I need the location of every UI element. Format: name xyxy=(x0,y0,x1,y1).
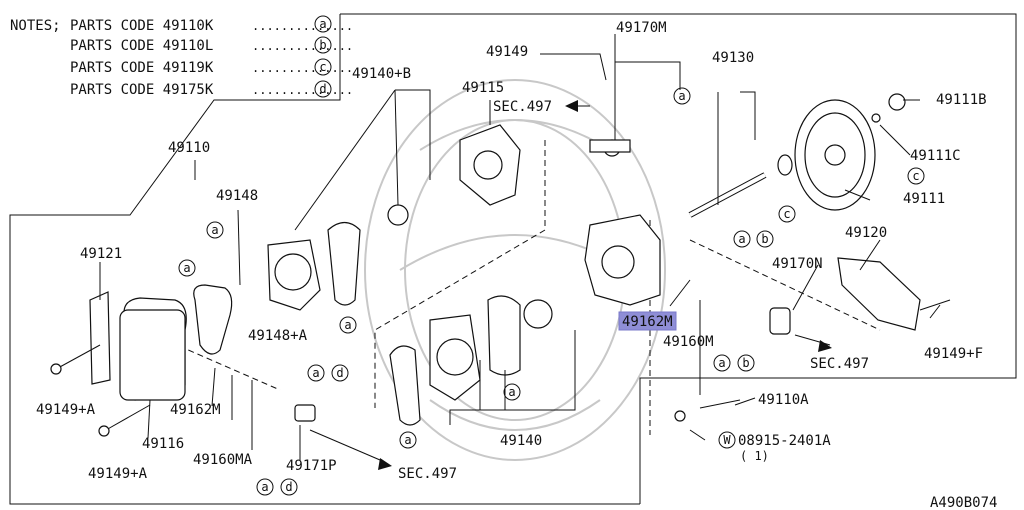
notes-legend: NOTES; PARTS CODE 49110K .............. … xyxy=(9,13,1017,505)
svg-text:a: a xyxy=(312,366,319,380)
svg-text:b: b xyxy=(742,356,749,370)
label-49111B: 49111B xyxy=(936,92,987,108)
label-49170N: 49170N xyxy=(772,256,823,272)
svg-text:a: a xyxy=(508,385,515,399)
label-49110: 49110 xyxy=(168,140,210,156)
svg-text:a: a xyxy=(718,356,725,370)
label-49140: 49140 xyxy=(500,433,542,449)
svg-text:a: a xyxy=(678,89,685,103)
svg-text:a: a xyxy=(344,318,351,332)
label-49130: 49130 xyxy=(712,50,754,66)
marker-a: a xyxy=(319,17,326,31)
notes-dots: .............. xyxy=(252,61,353,75)
arrows xyxy=(378,100,832,470)
part-labels: 49170M 49149 49130 49140+B 49115 SEC.497… xyxy=(36,20,997,510)
svg-text:a: a xyxy=(183,261,190,275)
part-lower-group xyxy=(389,295,553,426)
marker-d: d xyxy=(319,82,326,96)
label-49162M-highlighted: 49162M xyxy=(622,314,673,330)
marker-b: b xyxy=(319,38,326,52)
label-49149: 49149 xyxy=(486,44,528,60)
label-49115: 49115 xyxy=(462,80,504,96)
leader-lines xyxy=(99,34,920,461)
highlight-box xyxy=(618,311,677,331)
label-49160MA: 49160MA xyxy=(193,452,253,468)
part-bolts xyxy=(50,304,941,437)
label-49111: 49111 xyxy=(903,191,945,207)
label-49148: 49148 xyxy=(216,188,258,204)
svg-text:d: d xyxy=(336,366,343,380)
label-washer-code: 08915-2401A xyxy=(738,433,831,449)
notes-title: NOTES; xyxy=(10,18,61,34)
part-gaskets xyxy=(193,221,361,355)
label-49116: 49116 xyxy=(142,436,184,452)
label-49160M: 49160M xyxy=(663,334,714,350)
part-body-49116 xyxy=(119,309,186,401)
notes-item-a: PARTS CODE 49110K xyxy=(70,18,214,34)
label-49149A-1: 49149+A xyxy=(36,402,96,418)
notes-dots: .............. xyxy=(252,83,353,97)
notes-item-c: PARTS CODE 49119K xyxy=(70,60,214,76)
label-49140B: 49140+B xyxy=(352,66,411,82)
label-sec497-bottom: SEC.497 xyxy=(398,466,457,482)
part-pulley-49111 xyxy=(777,93,906,211)
svg-text:a: a xyxy=(404,433,411,447)
notes-item-b: PARTS CODE 49110L xyxy=(70,38,213,54)
label-49170M: 49170M xyxy=(616,20,667,36)
label-sec497-top: SEC.497 xyxy=(493,99,552,115)
label-49110A: 49110A xyxy=(758,392,809,408)
svg-text:b: b xyxy=(761,232,768,246)
label-49149F: 49149+F xyxy=(924,346,983,362)
label-49111C: 49111C xyxy=(910,148,961,164)
notes-dots: .............. xyxy=(252,19,353,33)
notes-item-d: PARTS CODE 49175K xyxy=(70,82,214,98)
label-washer-qty: ( 1) xyxy=(740,449,769,463)
label-49148A: 49148+A xyxy=(248,328,308,344)
label-49120: 49120 xyxy=(845,225,887,241)
marker-c: c xyxy=(319,60,326,74)
diagram-markers: a a a a a b c c a b a a a d a d xyxy=(178,87,925,496)
label-49149A-2: 49149+A xyxy=(88,466,148,482)
label-49171P: 49171P xyxy=(286,458,337,474)
svg-text:d: d xyxy=(285,480,292,494)
svg-text:c: c xyxy=(783,207,790,221)
part-shaft-49130 xyxy=(688,172,767,218)
part-cam-ring-49115 xyxy=(387,124,521,226)
part-pump-body xyxy=(584,139,661,306)
label-diagram-id: A490B074 xyxy=(930,495,997,510)
label-washer-marker: W xyxy=(723,433,731,447)
svg-text:a: a xyxy=(738,232,745,246)
svg-text:a: a xyxy=(261,480,268,494)
label-sec497-right: SEC.497 xyxy=(810,356,869,372)
svg-text:a: a xyxy=(211,223,218,237)
svg-text:c: c xyxy=(912,169,919,183)
part-bracket-49120 xyxy=(837,257,951,331)
label-49162M: 49162M xyxy=(170,402,221,418)
notes-dots: .............. xyxy=(252,39,353,53)
label-49121: 49121 xyxy=(80,246,122,262)
